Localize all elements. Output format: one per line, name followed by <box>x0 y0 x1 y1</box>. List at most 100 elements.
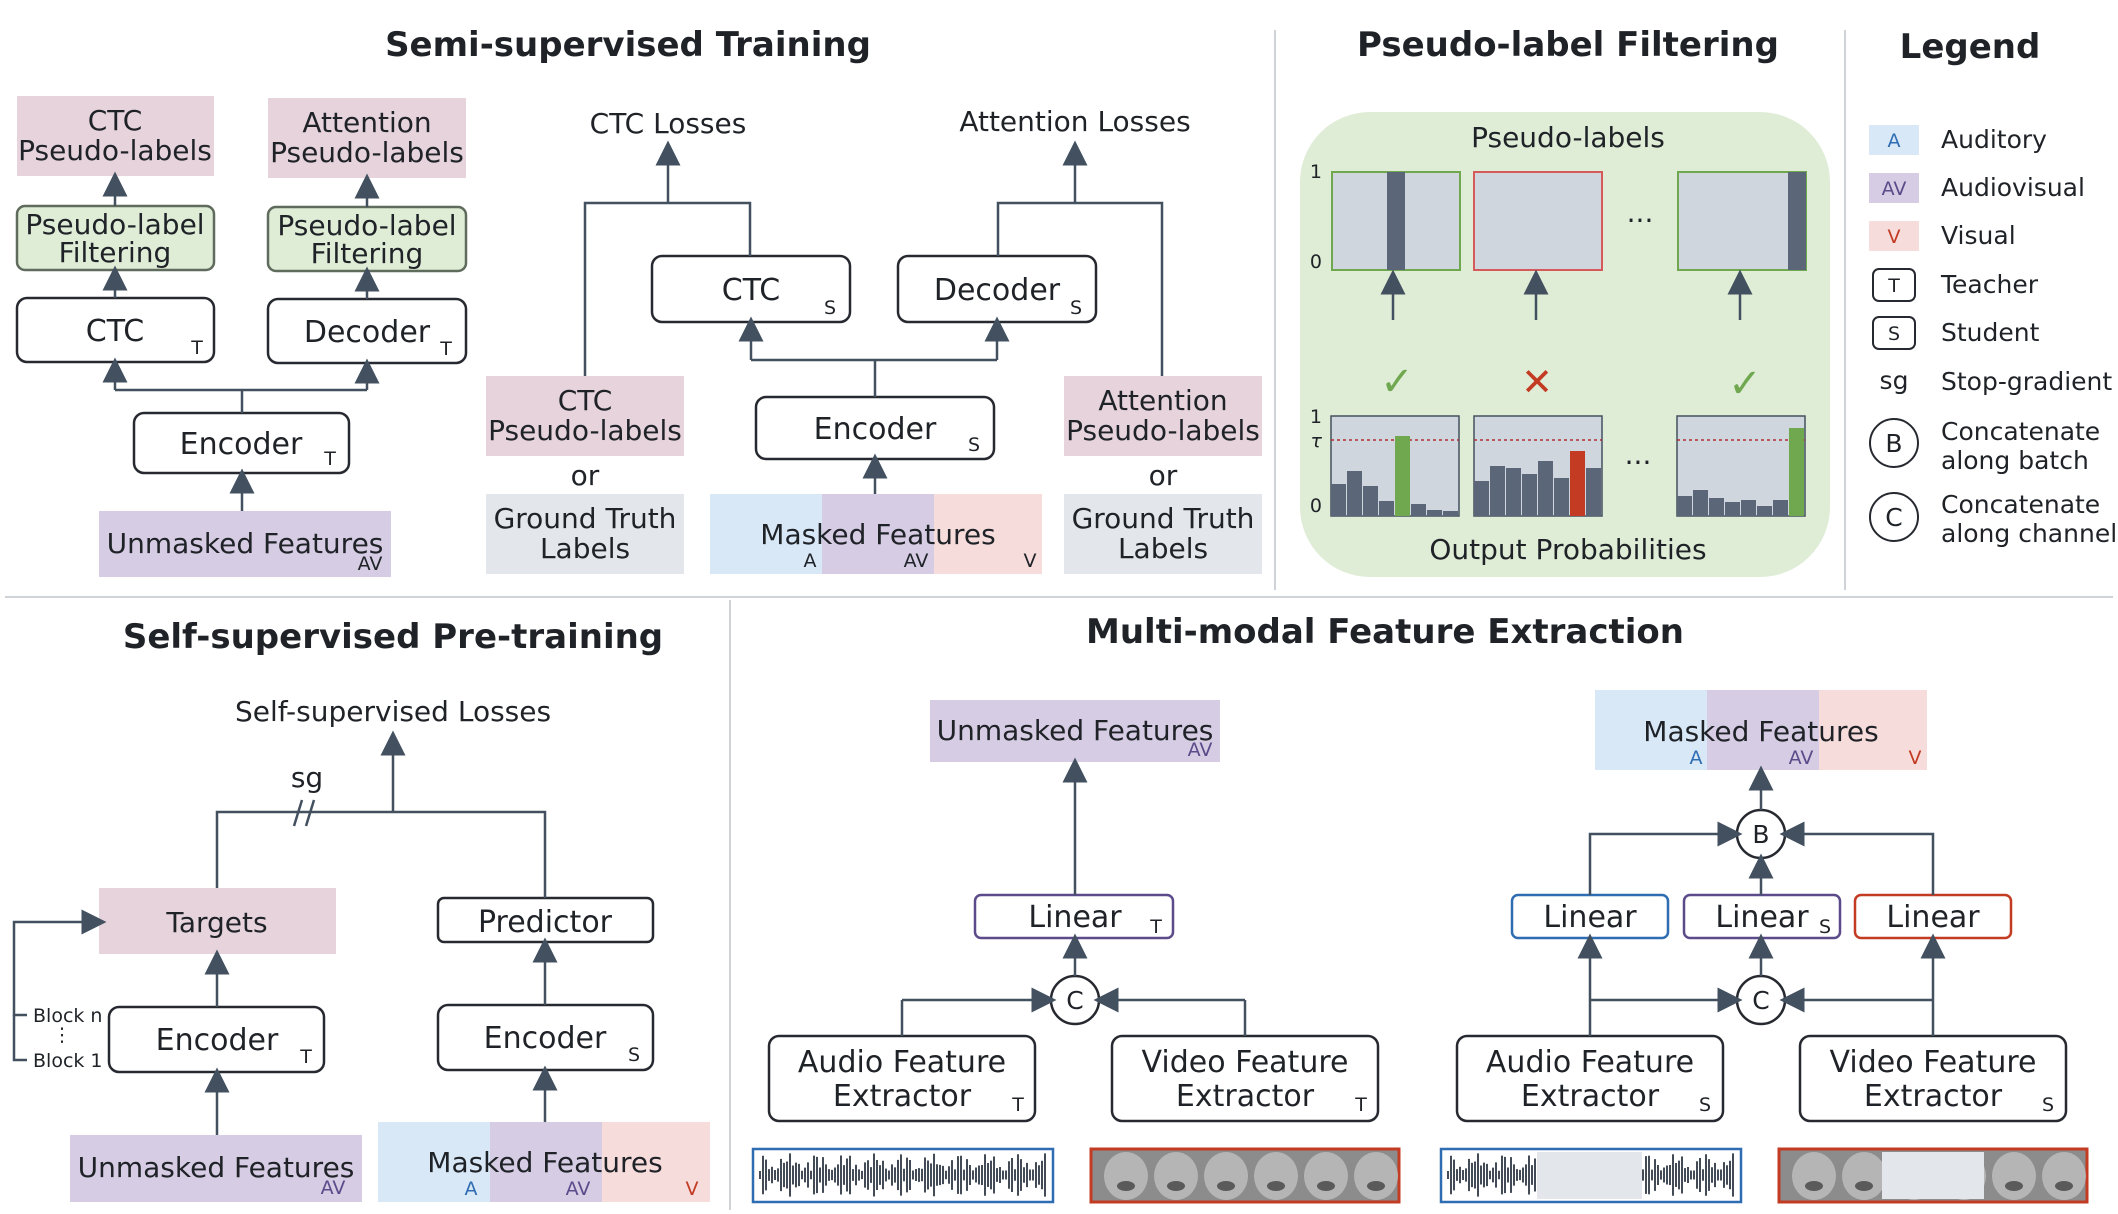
section-title-filter: Pseudo-label Filtering <box>1357 25 1779 65</box>
multimodal: Unmasked Features AV Linear T C Audio Fe… <box>751 690 2089 1204</box>
mm-masked-v <box>1819 690 1927 770</box>
self-encoder-teacher-label: Encoder <box>156 1023 279 1058</box>
encoder-student-tag: S <box>968 434 980 456</box>
attention-pseudo-labels-box <box>268 98 466 178</box>
targets-label: Targets <box>165 906 267 939</box>
plf-ctc-line1: Pseudo-label <box>25 208 204 241</box>
legend-swatch-a <box>1869 125 1919 155</box>
block-dots: ⋮ <box>53 1024 72 1046</box>
concat-channel-teacher-label: C <box>1066 986 1083 1015</box>
filter-output-probs-title: Output Probabilities <box>1429 533 1706 566</box>
audio-extractor-student-tag: S <box>1699 1094 1711 1116</box>
concat-batch-student-label: B <box>1752 820 1769 849</box>
histogram-bar <box>1725 502 1740 516</box>
filter-top-y1: 1 <box>1310 161 1322 183</box>
self-sg-label: sg <box>291 761 323 794</box>
mm-masked-a <box>1595 690 1707 770</box>
semi-masked-label: Masked Features <box>760 518 995 551</box>
filter-bottom-tau: τ <box>1311 430 1323 452</box>
histogram-bar <box>1522 474 1537 516</box>
section-title-self: Self-supervised Pre-training <box>123 617 663 657</box>
histogram-bar <box>1677 496 1692 516</box>
filter-top-y0: 0 <box>1310 251 1322 273</box>
video-extractor-teacher-tag: T <box>1354 1094 1367 1116</box>
plf-att-line1: Pseudo-label <box>277 209 456 242</box>
encoder-teacher-label: Encoder <box>180 427 303 462</box>
section-title-semi: Semi-supervised Training <box>385 25 871 65</box>
mm-linear-teacher-tag: T <box>1149 916 1162 938</box>
histogram-bar <box>1331 484 1346 516</box>
video-extractor-student-line1: Video Feature <box>1830 1045 2037 1080</box>
self-losses-label: Self-supervised Losses <box>235 695 551 728</box>
legend-swatch-av <box>1869 173 1919 203</box>
filter-bottom-y0: 0 <box>1310 495 1322 517</box>
semi-masked-a <box>710 494 822 574</box>
histogram-bar <box>1347 471 1362 516</box>
histogram-bar <box>1538 461 1553 516</box>
semi-teacher: CTC Pseudo-labels Attention Pseudo-label… <box>15 96 468 577</box>
self-masked-label: Masked Features <box>427 1146 662 1179</box>
histogram-bar <box>1586 468 1601 516</box>
legend-label-auditory: Auditory <box>1941 125 2047 154</box>
stop-gradient-mark-2 <box>304 799 316 827</box>
face-frame <box>1254 1152 1298 1200</box>
decoder-teacher-tag: T <box>439 338 452 360</box>
histogram-bar <box>1773 500 1788 516</box>
ctc-student-tag: S <box>824 297 836 319</box>
ctc-pseudo-labels-line1: CTC <box>88 104 143 137</box>
mm-masked-av-tag: AV <box>1789 747 1814 769</box>
histogram-bar <box>1395 436 1410 516</box>
video-extractor-teacher-line2: Extractor <box>1176 1079 1315 1114</box>
filter-bottom-y1: 1 <box>1310 406 1322 428</box>
unmasked-features-box <box>99 511 391 577</box>
legend-c-circle <box>1869 492 1919 542</box>
block-1-label: Block 1 <box>33 1050 103 1072</box>
face-frame <box>1204 1152 1248 1200</box>
self-encoder-student-tag: S <box>628 1044 640 1066</box>
histogram-bar <box>1741 500 1756 516</box>
ctc-teacher-tag: T <box>190 337 203 359</box>
semi-ground-truth-box-left <box>486 494 684 574</box>
legend-badge-t: T <box>1887 275 1900 297</box>
mm-linear-video-label: Linear <box>1886 900 1980 935</box>
semi-masked-a-tag: A <box>804 550 817 572</box>
decoder-student-label: Decoder <box>934 273 1061 308</box>
audio-extractor-teacher-tag: T <box>1011 1094 1024 1116</box>
check-icon: ✓ <box>1380 359 1414 405</box>
unmasked-av-tag: AV <box>358 553 383 575</box>
legend: A Auditory AV Audiovisual V Visual T Tea… <box>1869 125 2117 548</box>
legend-badge-v: V <box>1888 226 1901 248</box>
attention-pseudo-labels-line1: Attention <box>302 106 431 139</box>
decoder-teacher-label: Decoder <box>304 315 431 350</box>
cross-icon: ✕ <box>1521 360 1553 404</box>
semi-ctc-pseudo-labels-box <box>486 376 684 456</box>
histogram-bar <box>1757 506 1772 516</box>
self-masked-a-tag: A <box>465 1178 478 1200</box>
self-masked-av-tag: AV <box>566 1178 591 1200</box>
section-title-mm: Multi-modal Feature Extraction <box>1086 612 1684 652</box>
ctc-losses-label: CTC Losses <box>590 107 747 140</box>
mm-linear-audio-label: Linear <box>1543 900 1637 935</box>
semi-gt-right-line1: Ground Truth <box>1072 502 1255 535</box>
legend-badge-s: S <box>1888 323 1900 345</box>
legend-label-concat-batch-2: along batch <box>1941 446 2089 475</box>
self-masked-a <box>378 1122 490 1202</box>
ctc-pseudo-labels-box <box>17 96 214 176</box>
face-frame <box>1792 1152 1836 1200</box>
legend-swatch-v <box>1869 221 1919 251</box>
histogram-bar <box>1490 466 1505 516</box>
self-encoder-student-label: Encoder <box>484 1021 607 1056</box>
histogram-1 <box>1330 415 1460 517</box>
semi-or-left: or <box>571 459 600 492</box>
legend-label-concat-channel-1: Concatenate <box>1941 490 2100 519</box>
semi-ctc-pl-line1: CTC <box>558 384 613 417</box>
histogram-bar <box>1570 451 1585 516</box>
histogram-bar <box>1474 481 1489 516</box>
self-encoder-teacher-tag: T <box>299 1046 312 1068</box>
mm-masked-v-tag: V <box>1909 747 1922 769</box>
semi-att-pl-line1: Attention <box>1098 384 1227 417</box>
histogram-bar <box>1427 510 1442 516</box>
audio-waveform-teacher <box>751 1147 1055 1204</box>
face-frame <box>1992 1152 2036 1200</box>
semi-attention-pseudo-labels-box <box>1064 376 1262 456</box>
